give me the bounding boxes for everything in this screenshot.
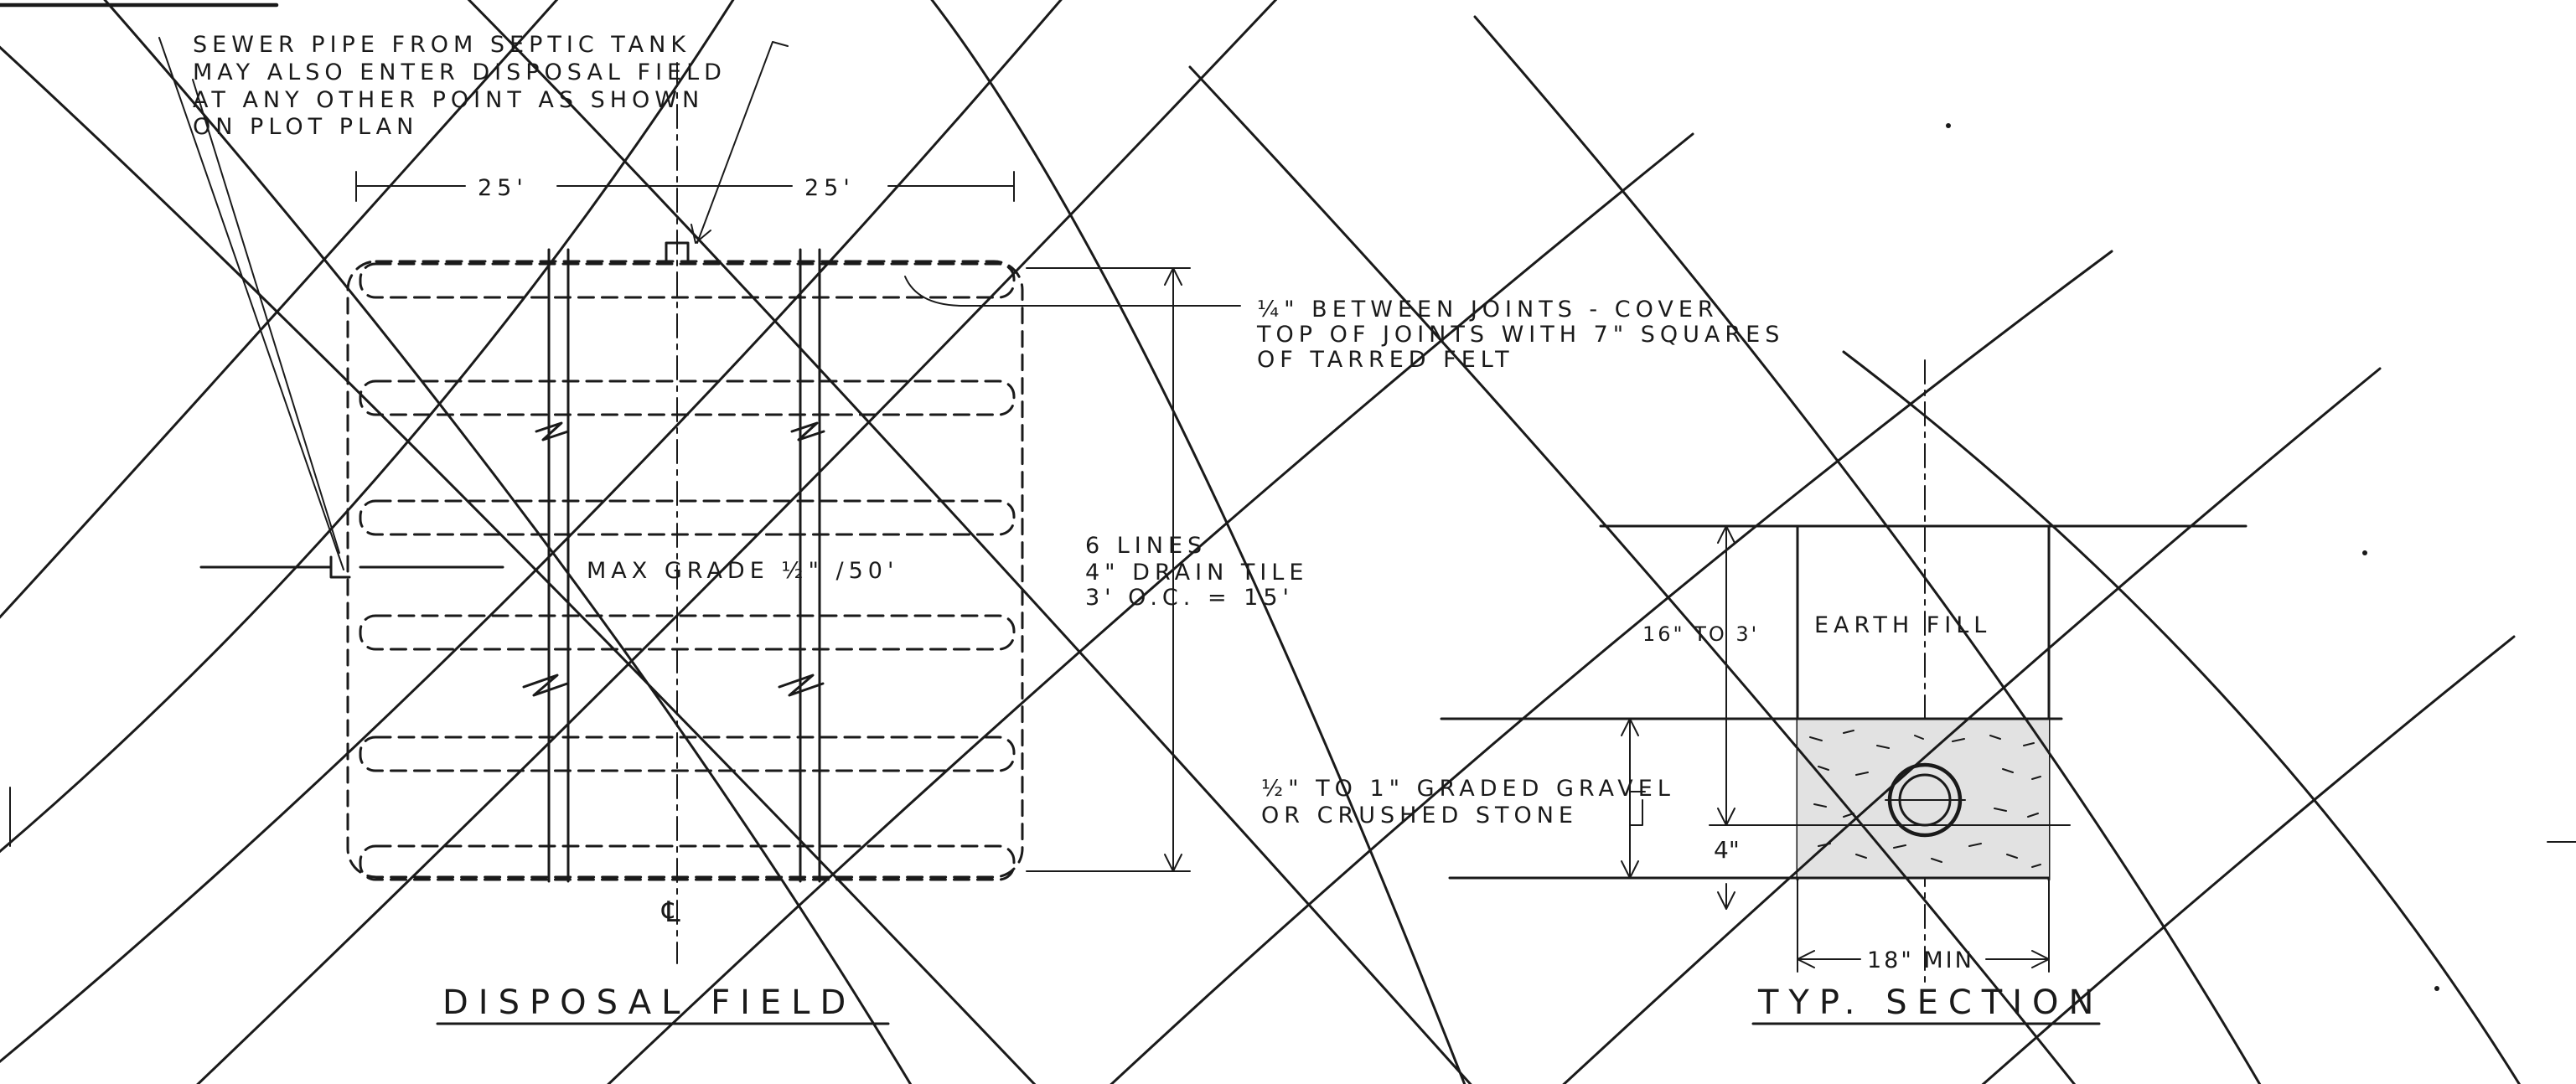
section-title: TYP. SECTION [1757, 983, 2103, 1022]
side-inlet-pipe [199, 555, 504, 579]
sewer-note-line-4: ON PLOT PLAN [193, 114, 418, 140]
stray-marks [9, 123, 2576, 991]
void-crosshatch [0, 0, 2522, 1084]
notes: SEWER PIPE FROM SEPTIC TANK MAY ALSO ENT… [193, 32, 1784, 828]
earth-fill-label: EARTH FILL [1814, 612, 1991, 638]
max-grade-note: MAX GRADE ½" /50' [587, 558, 898, 584]
section-depth-dimension [1621, 525, 1735, 910]
section-width-dimension [1797, 879, 2050, 973]
gravel-note-line-2: OR CRUSHED STONE [1261, 803, 1578, 828]
gravel-bed [1798, 719, 2049, 878]
sewer-note-line-2: MAY ALSO ENTER DISPOSAL FIELD [193, 59, 727, 85]
joints-note-line-3: OF TARRED FELT [1257, 347, 1514, 373]
disposal-field-title: DISPOSAL FIELD [442, 983, 856, 1022]
drain-tile-rows [359, 262, 1016, 881]
joints-note-line-1: ¼" BETWEEN JOINTS - COVER [1257, 297, 1719, 323]
dimension-right-label: 25' [804, 175, 855, 201]
sewer-note-line-3: AT ANY OTHER POINT AS SHOWN [193, 87, 704, 113]
pipe-depth-label: 4" [1714, 836, 1740, 864]
typical-section: 16" TO 3' 4" EARTH FILL 18" MIN TYP. SEC… [1440, 359, 2248, 1025]
centerline-symbol: ℄ [661, 896, 680, 929]
header-pipes [522, 248, 825, 883]
top-inlet-pipe [665, 241, 690, 263]
dimension-left-label: 25' [478, 175, 528, 201]
joints-note-line-2: TOP OF JOINTS WITH 7" SQUARES [1256, 322, 1784, 348]
lines-note-line-3: 3' O.C. = 15' [1085, 585, 1294, 611]
gravel-stipple [1809, 730, 2041, 868]
width-dimension [355, 171, 1015, 202]
field-outline [346, 260, 1024, 879]
joints-leader [904, 276, 1241, 307]
width-label: 18" MIN [1867, 947, 1974, 973]
lines-note-line-2: 4" DRAIN TILE [1085, 560, 1308, 586]
gravel-note-line-1: ½" TO 1" GRADED GRAVEL [1261, 776, 1675, 802]
lines-note-line-1: 6 LINES [1085, 533, 1207, 559]
sewer-note-line-1: SEWER PIPE FROM SEPTIC TANK [193, 32, 691, 58]
